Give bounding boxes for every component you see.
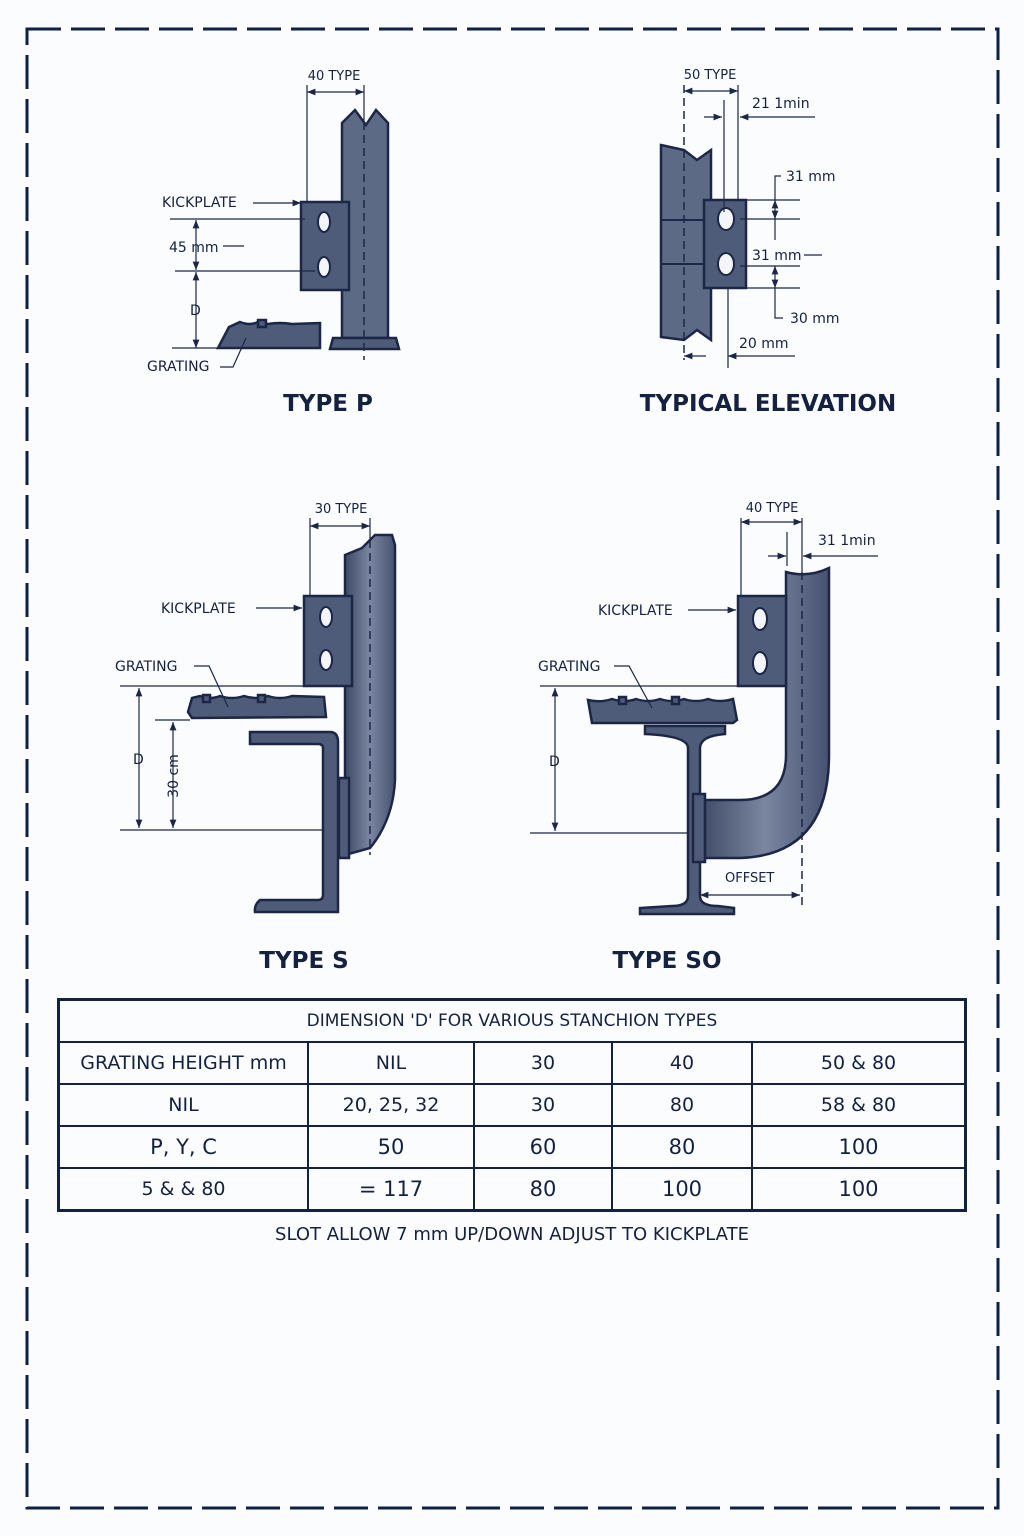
- header-cell: GRATING HEIGHT mm: [57, 1041, 309, 1085]
- type-s-width-label: 30 TYPE: [315, 502, 368, 517]
- type-s-kickplate-label: KICKPLATE: [161, 601, 236, 617]
- type-so-grating-label: GRATING: [538, 659, 601, 675]
- slot-adjustment-note: SLOT ALLOW 7 mm UP/DOWN ADJUST TO KICKPL…: [275, 1224, 749, 1245]
- elevation-top-edge-label: 31 mm: [786, 169, 836, 185]
- table-cell: 60: [473, 1125, 613, 1169]
- table-cell: NIL: [57, 1083, 309, 1127]
- elevation-width-label: 50 TYPE: [684, 68, 737, 83]
- table-cell: 80: [611, 1083, 753, 1127]
- table-row: 5 & & 80 = 117 80 100 100: [57, 1167, 967, 1212]
- table-row: P, Y, C 50 60 80 100: [57, 1125, 967, 1169]
- type-s-depth-label: 30 cm: [166, 754, 182, 798]
- table-cell: 5 & & 80: [57, 1167, 309, 1212]
- type-so-drawing: [530, 518, 878, 916]
- table-cell: 20, 25, 32: [307, 1083, 475, 1127]
- type-p-d-label: D: [190, 303, 201, 319]
- type-s-drawing: [120, 518, 397, 914]
- type-so-width-label: 40 TYPE: [746, 501, 799, 516]
- table-cell: 100: [751, 1125, 967, 1169]
- header-cell: NIL: [307, 1041, 475, 1085]
- elevation-offset-label: 20 mm: [739, 336, 789, 352]
- elevation-slot-spacing-label: 31 mm: [752, 248, 802, 264]
- table-cell: 30: [473, 1083, 613, 1127]
- table-cell: 50: [307, 1125, 475, 1169]
- type-p-title: TYPE P: [283, 391, 373, 417]
- table-cell: 100: [751, 1167, 967, 1212]
- table-header-row: GRATING HEIGHT mm NIL 30 40 50 & 80: [57, 1041, 967, 1085]
- typical-elevation-title: TYPICAL ELEVATION: [640, 391, 896, 417]
- dimension-d-table: DIMENSION 'D' FOR VARIOUS STANCHION TYPE…: [57, 998, 967, 1212]
- table-row: NIL 20, 25, 32 30 80 58 & 80: [57, 1083, 967, 1127]
- table-cell: P, Y, C: [57, 1125, 309, 1169]
- typical-elevation-drawing: [659, 85, 822, 368]
- header-cell: 40: [611, 1041, 753, 1085]
- type-s-d-label: D: [133, 752, 144, 768]
- table-cell: = 117: [307, 1167, 475, 1212]
- type-p-width-label: 40 TYPE: [308, 69, 361, 84]
- table-cell: 100: [611, 1167, 753, 1212]
- type-p-grating-label: GRATING: [147, 359, 210, 375]
- header-cell: 30: [473, 1041, 613, 1085]
- elevation-min-label: 21 1min: [752, 96, 810, 112]
- table-cell: 58 & 80: [751, 1083, 967, 1127]
- type-so-title: TYPE SO: [612, 948, 721, 974]
- table-cell: 80: [611, 1125, 753, 1169]
- type-so-min-label: 31 1min: [818, 533, 876, 549]
- table-caption: DIMENSION 'D' FOR VARIOUS STANCHION TYPE…: [57, 998, 967, 1043]
- type-p-drawing: [170, 85, 401, 368]
- type-so-offset-label: OFFSET: [725, 871, 774, 886]
- type-p-kickplate-label: KICKPLATE: [162, 195, 237, 211]
- table-cell: 80: [473, 1167, 613, 1212]
- type-p-slot-spacing-label: 45 mm: [169, 240, 219, 256]
- type-so-d-label: D: [549, 754, 560, 770]
- sheet-border: [25, 27, 1000, 1510]
- type-s-grating-label: GRATING: [115, 659, 178, 675]
- elevation-bottom-edge-label: 30 mm: [790, 311, 840, 327]
- type-so-kickplate-label: KICKPLATE: [598, 603, 673, 619]
- type-s-title: TYPE S: [259, 948, 348, 974]
- header-cell: 50 & 80: [751, 1041, 967, 1085]
